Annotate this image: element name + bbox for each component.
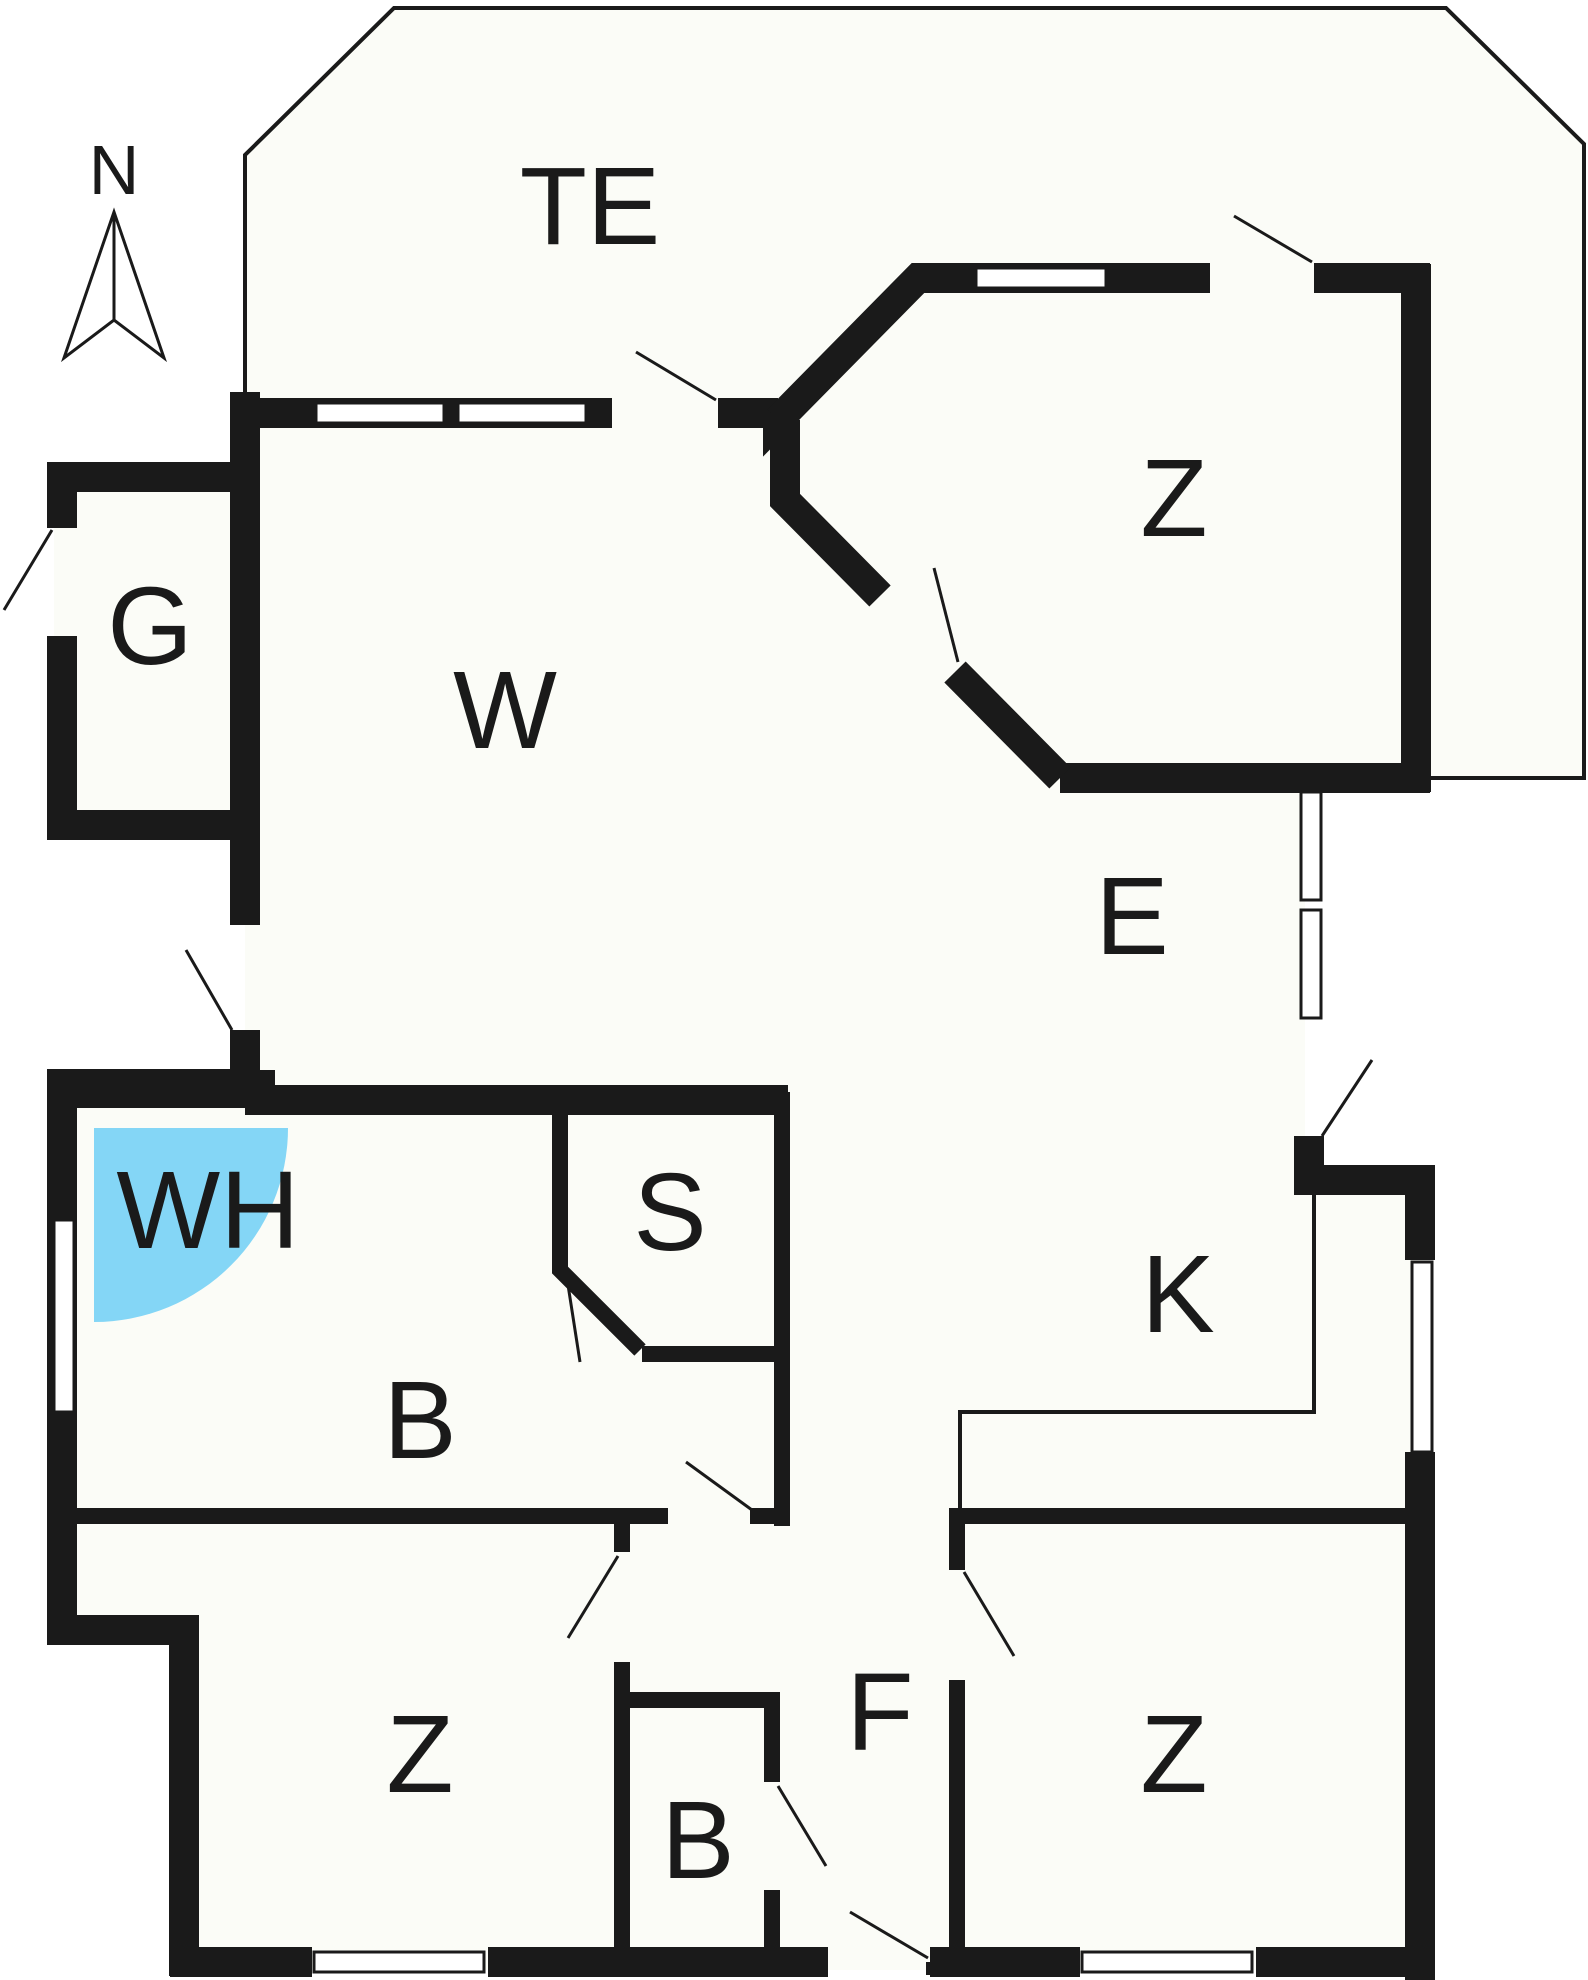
doors <box>2 214 1374 1960</box>
room-label-bathroom-main: B <box>383 1359 456 1482</box>
door-swing <box>776 1785 828 1867</box>
room-label-kitchen: K <box>1141 1233 1214 1356</box>
door-swing <box>849 1910 929 1960</box>
wall <box>47 462 245 528</box>
room-label-living: W <box>453 649 557 772</box>
room-label-water-heater: WH <box>116 1149 299 1272</box>
kitchen-counter-line <box>958 1195 1316 1510</box>
window <box>974 266 1108 290</box>
room-label-storage-g: G <box>107 565 193 688</box>
room-label-hall-e: E <box>1095 855 1168 978</box>
door-swing <box>2 529 54 611</box>
window <box>1080 1950 1254 1974</box>
window <box>52 1218 76 1414</box>
room-label-terrace: TE <box>520 145 661 268</box>
door-swing <box>685 1460 753 1512</box>
house-floor <box>54 266 1430 1970</box>
door-swing <box>564 1271 582 1363</box>
door-swing <box>566 1555 620 1639</box>
door-swing <box>1320 1059 1374 1137</box>
terrace-floor <box>245 8 1584 778</box>
room-label-bedroom-ne: Z <box>1140 437 1207 560</box>
interior-walls <box>54 1092 1428 1975</box>
door-swing <box>635 350 717 402</box>
room-label-hallway-f: F <box>846 1651 913 1774</box>
wall <box>552 1100 646 1356</box>
wall <box>944 661 1071 789</box>
room-label-storage-s: S <box>633 1151 706 1274</box>
wall <box>47 636 245 840</box>
wall <box>770 420 891 607</box>
door-swing <box>1233 214 1313 264</box>
compass-label: N <box>89 131 140 209</box>
door-swing <box>962 1571 1016 1657</box>
window <box>312 1950 486 1974</box>
window <box>456 401 588 425</box>
floor-fills <box>54 8 1584 1970</box>
window <box>1299 908 1323 1020</box>
door-swing <box>932 567 960 663</box>
room-label-bathroom-small: B <box>661 1779 734 1902</box>
room-label-bedroom-se: Z <box>1140 1693 1207 1816</box>
door-swing <box>184 949 234 1031</box>
room-label-bedroom-sw: Z <box>386 1693 453 1816</box>
wall <box>622 1692 780 1782</box>
north-arrow-icon <box>60 207 168 363</box>
thin-lines <box>958 776 1584 1510</box>
window <box>1410 1260 1434 1454</box>
room-labels: TE Z G W E WH S B K Z B F Z <box>107 145 1214 1902</box>
window <box>314 401 446 425</box>
water-heater-area <box>94 1128 288 1322</box>
window <box>1299 790 1323 902</box>
windows <box>52 266 1434 1974</box>
